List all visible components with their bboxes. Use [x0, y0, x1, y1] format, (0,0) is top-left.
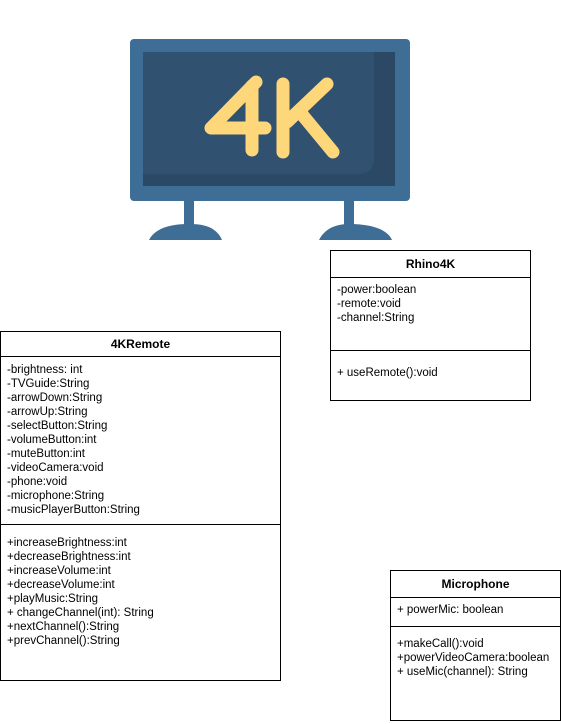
attribute: -musicPlayerButton:String [7, 504, 140, 516]
class-rhino4k-attributes: -power:boolean -remote:void -channel:Str… [331, 278, 530, 351]
method: +decreaseBrightness:int [7, 551, 131, 563]
attribute: -remote:void [337, 298, 401, 310]
tv-stand [149, 200, 392, 240]
class-4kremote-name: 4KRemote [1, 332, 280, 357]
method: +decreaseVolume:int [7, 579, 115, 591]
method: +playMusic:String [7, 593, 99, 605]
attribute: -microphone:String [7, 490, 105, 502]
attribute: -brightness: int [7, 364, 83, 376]
attribute: -arrowUp:String [7, 406, 88, 418]
tv-screen [143, 52, 395, 186]
class-microphone-name: Microphone [391, 571, 560, 598]
class-rhino4k-name: Rhino4K [331, 251, 530, 278]
attribute: -channel:String [337, 312, 415, 324]
method: +prevChannel():String [7, 635, 120, 647]
class-microphone[interactable]: Microphone + powerMic: boolean +makeCall… [390, 570, 561, 721]
method: + changeChannel(int): String [7, 607, 154, 619]
tv-4k-icon [130, 39, 410, 240]
class-4kremote-methods: +increaseBrightness:int +decreaseBrightn… [1, 525, 280, 648]
attribute: + powerMic: boolean [397, 604, 504, 616]
attribute: -muteButton:int [7, 448, 85, 460]
attribute: -power:boolean [337, 284, 417, 296]
class-4kremote-attributes: -brightness: int -TVGuide:String -arrowD… [1, 357, 280, 525]
method: +increaseBrightness:int [7, 537, 127, 549]
class-rhino4k[interactable]: Rhino4K -power:boolean -remote:void -cha… [330, 250, 531, 401]
attribute: -volumeButton:int [7, 434, 97, 446]
method: +nextChannel():String [7, 621, 120, 633]
class-rhino4k-methods: + useRemote():void [331, 351, 530, 380]
method: +increaseVolume:int [7, 565, 111, 577]
attribute: -TVGuide:String [7, 378, 90, 390]
method: + useRemote():void [337, 367, 438, 379]
attribute: -phone:void [7, 476, 68, 488]
class-4kremote[interactable]: 4KRemote -brightness: int -TVGuide:Strin… [0, 331, 281, 681]
attribute: -arrowDown:String [7, 392, 103, 404]
method: +makeCall():void [397, 638, 484, 650]
class-microphone-methods: +makeCall():void +powerVideoCamera:boole… [391, 627, 560, 679]
class-microphone-attributes: + powerMic: boolean [391, 598, 560, 627]
attribute: -videoCamera:void [7, 462, 104, 474]
method: +powerVideoCamera:boolean [397, 652, 550, 664]
tv-screen-shadow [143, 52, 395, 186]
tv-4k-logo [204, 75, 340, 159]
method: + useMic(channel): String [397, 666, 528, 678]
attribute: -selectButton:String [7, 420, 108, 432]
